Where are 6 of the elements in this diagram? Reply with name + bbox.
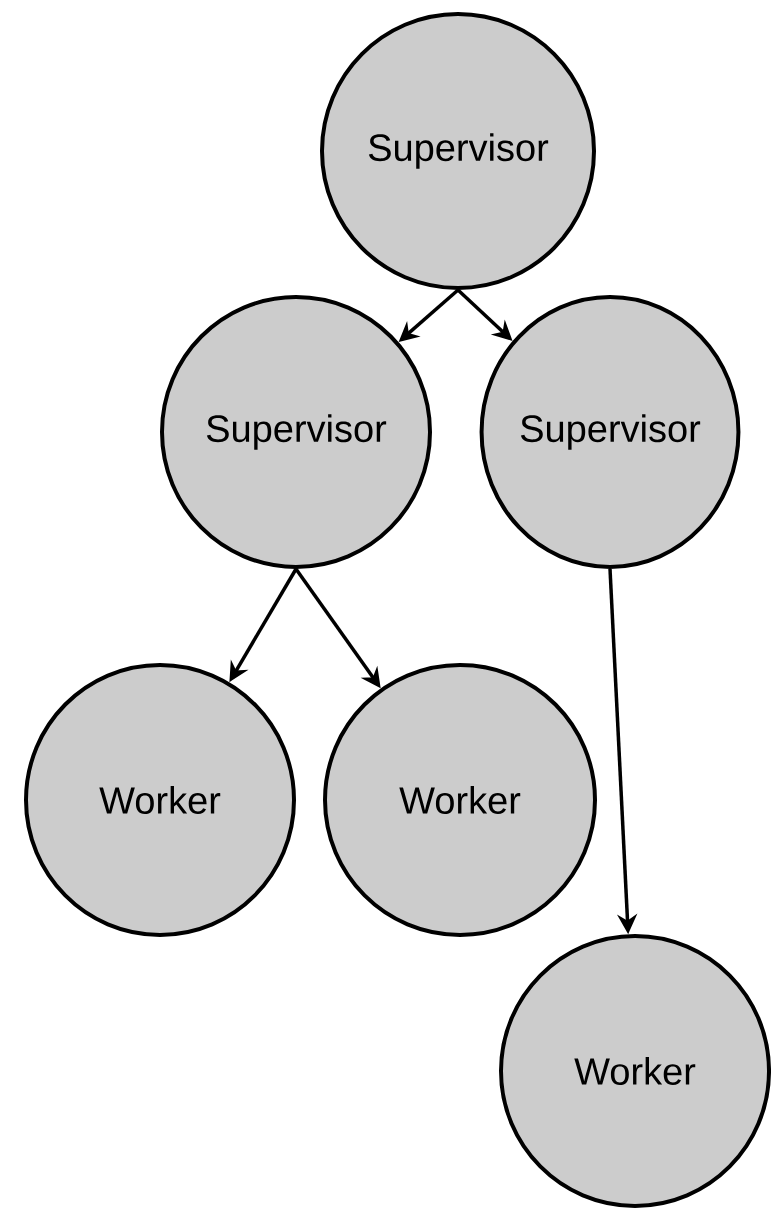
circle-node: Worker: [499, 934, 771, 1208]
circle-node: Supervisor: [160, 295, 432, 569]
circle-node: Supervisor: [479, 295, 741, 569]
circle-node: Supervisor: [320, 12, 596, 290]
circle-node: Worker: [323, 663, 597, 937]
circle-node: Worker: [24, 663, 296, 937]
